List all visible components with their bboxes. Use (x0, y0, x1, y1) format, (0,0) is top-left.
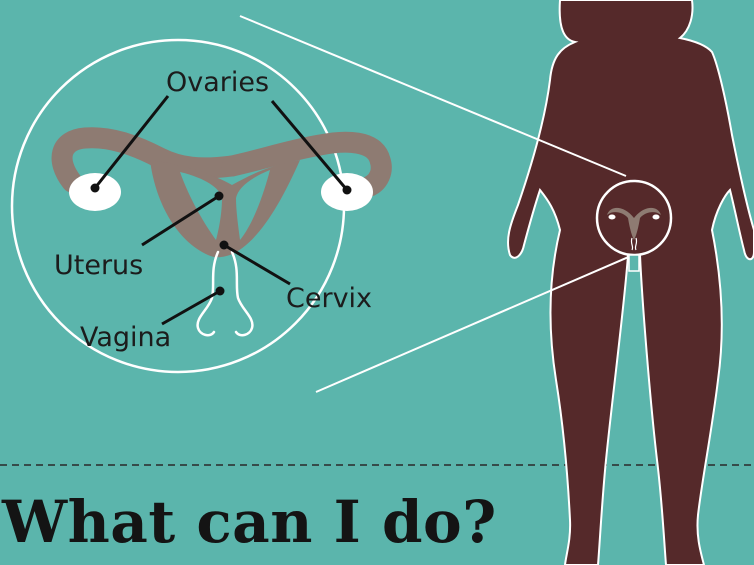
vagina-label: Vagina (80, 322, 171, 353)
uterus-dot (215, 192, 224, 201)
vagina-pointer (162, 291, 220, 324)
body-silhouette (508, 0, 754, 565)
cervix-pointer (224, 245, 290, 284)
ovaries-label: Ovaries (166, 67, 269, 98)
cervix-label: Cervix (286, 283, 372, 314)
cervix-dot (220, 241, 229, 250)
left-ovary-dot (91, 184, 100, 193)
vagina-dot (216, 287, 225, 296)
right-ovary-dot (343, 186, 352, 195)
section-heading: What can I do? (2, 488, 497, 556)
uterus-label: Uterus (54, 250, 143, 281)
